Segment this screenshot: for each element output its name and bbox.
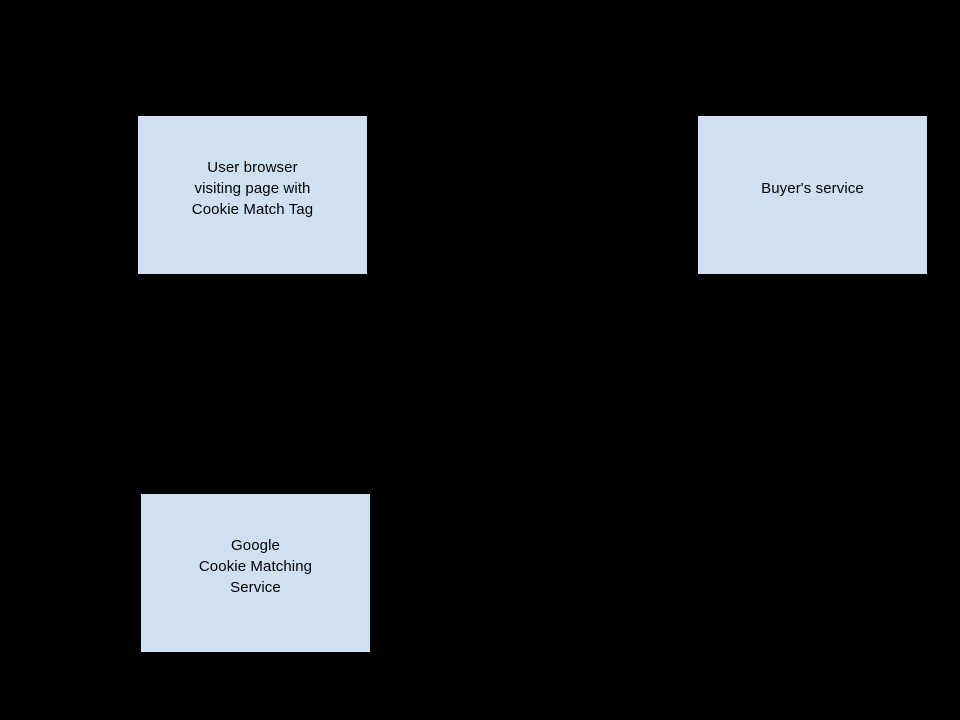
node-user-browser-label: User browser visiting page with Cookie M… (191, 158, 314, 218)
node-google-cookie-matching-service[interactable]: Google Cookie Matching Service (140, 493, 371, 653)
node-user-browser[interactable]: User browser visiting page with Cookie M… (137, 115, 368, 275)
node-buyers-service-label: Buyer's service (761, 179, 864, 197)
node-buyers-service[interactable]: Buyer's service (697, 115, 928, 275)
node-google-cookie-matching-service-label: Google Cookie Matching Service (198, 536, 313, 596)
connector-user-browser-to-google-service (252, 274, 256, 494)
